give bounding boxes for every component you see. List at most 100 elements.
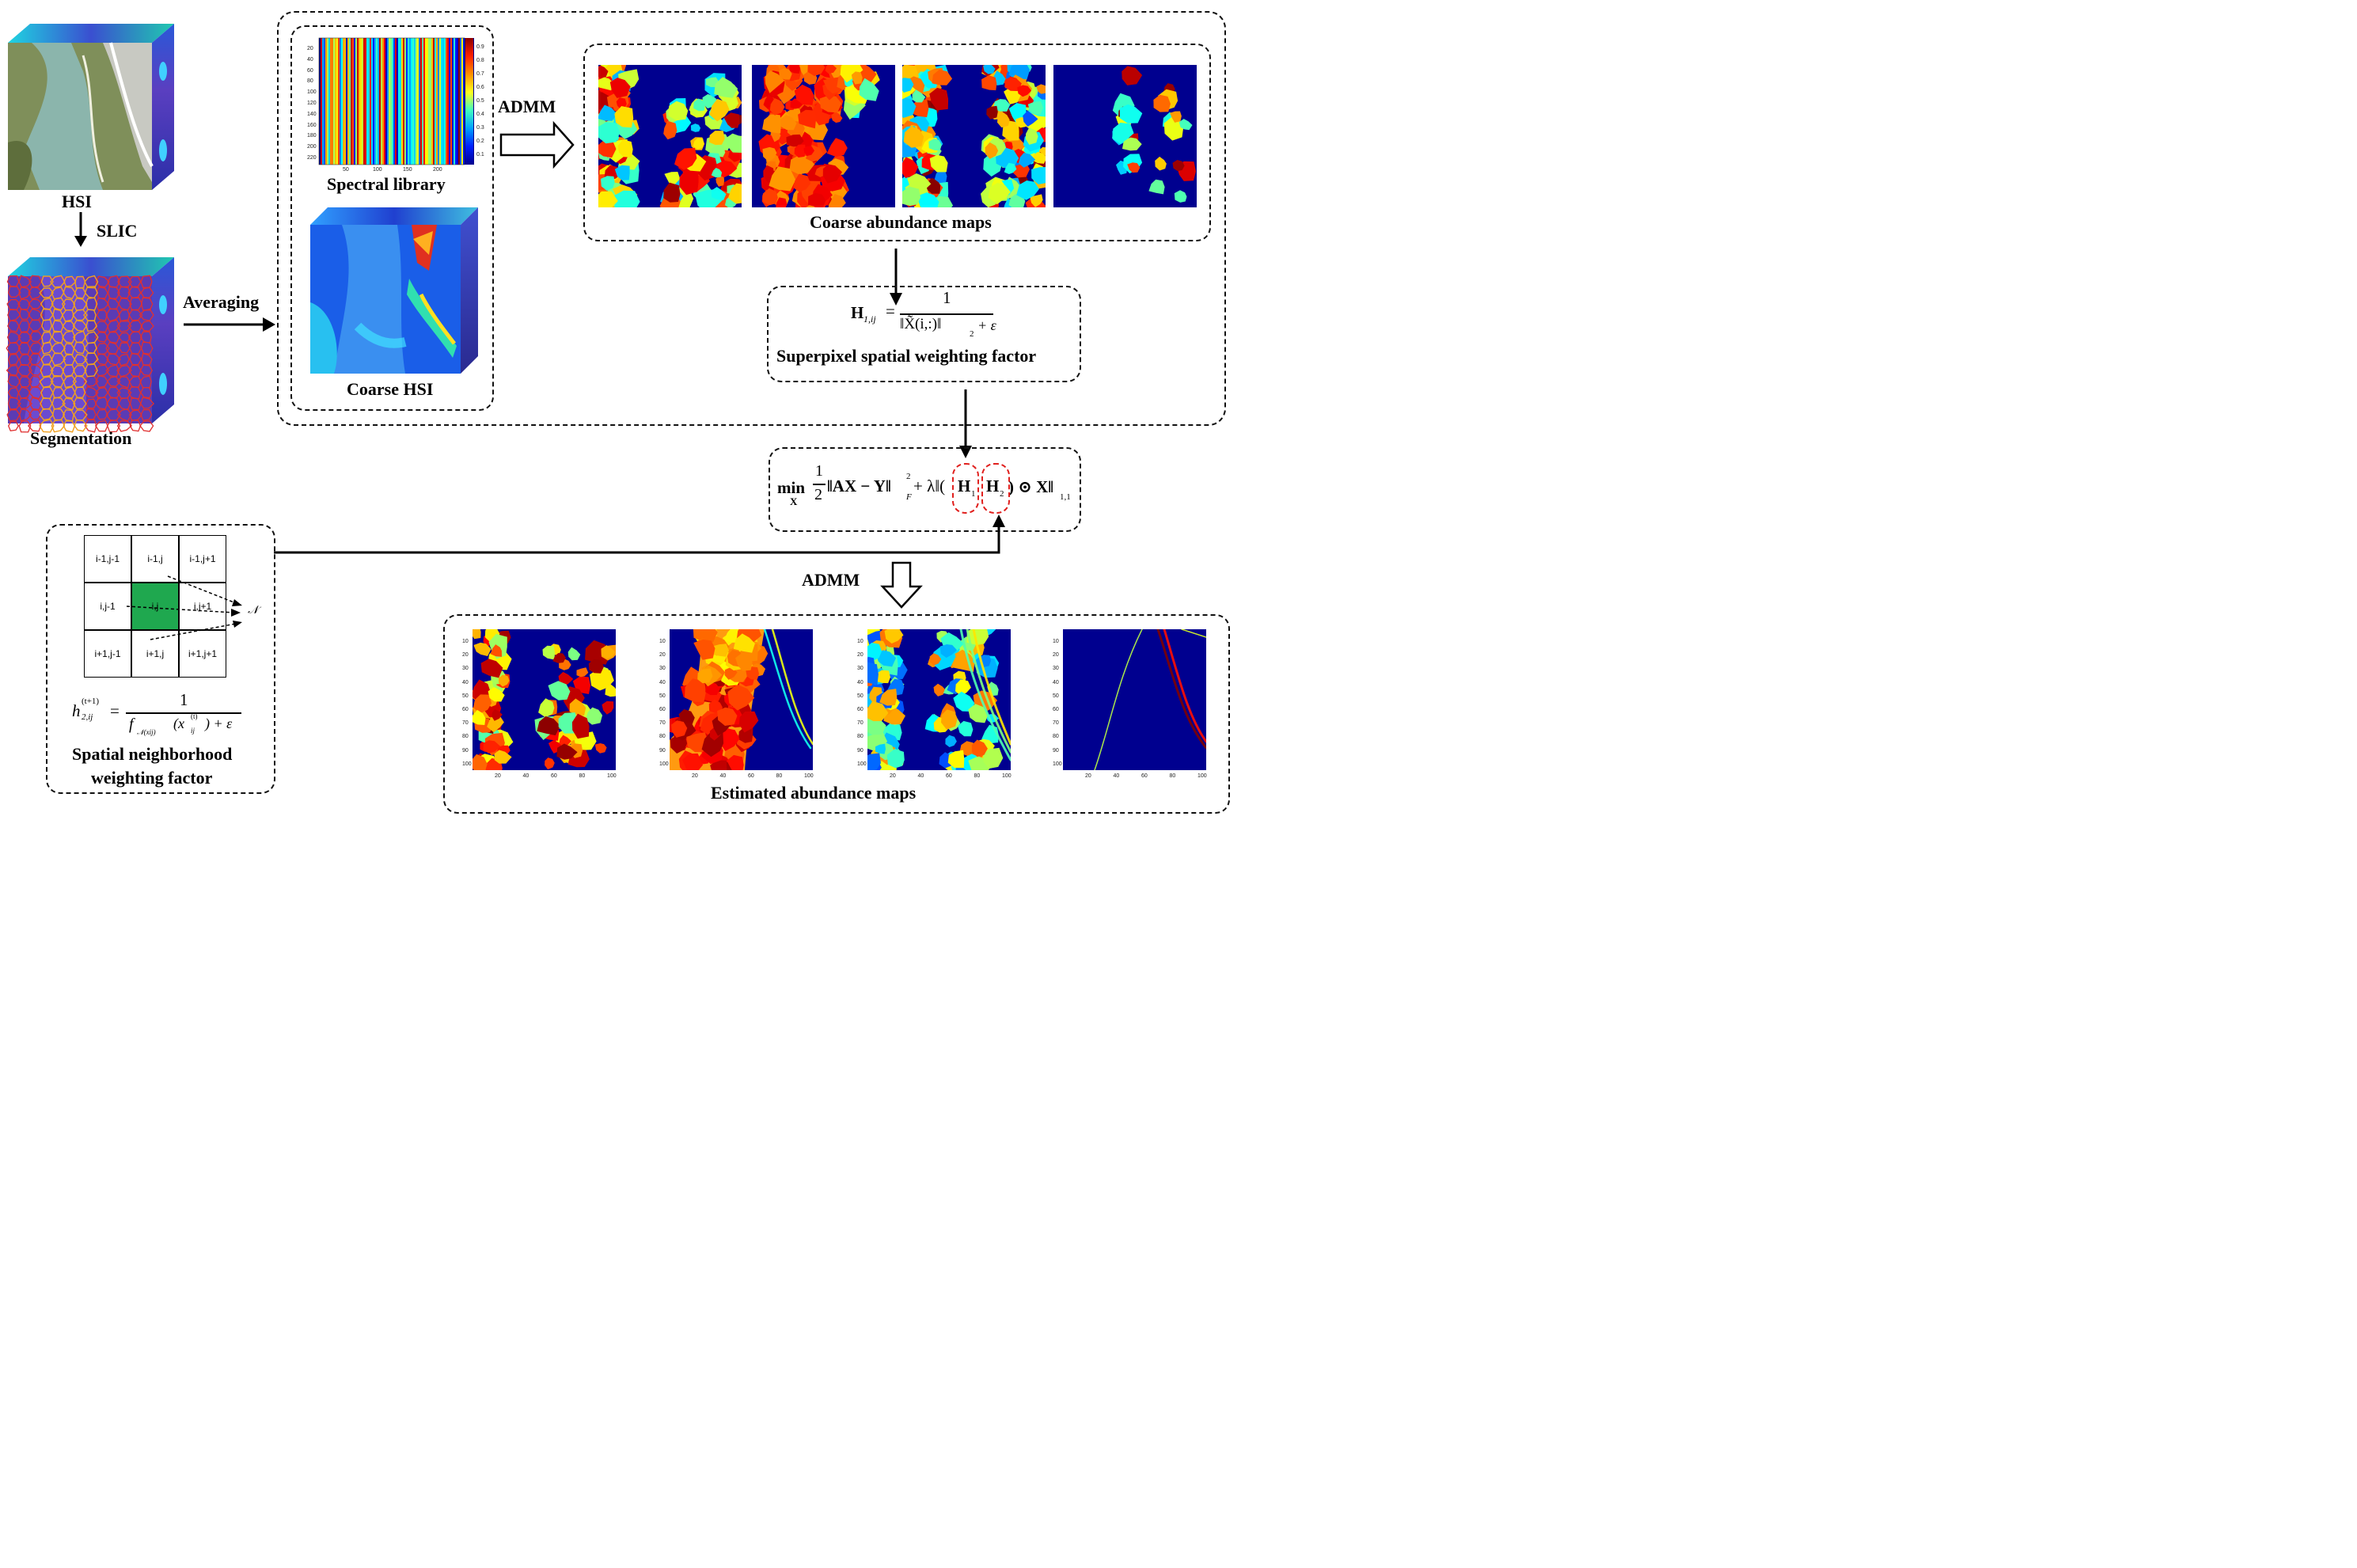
estimated-y-tick: 50 xyxy=(857,693,863,699)
grid-cell-top-right: i-1,j+1 xyxy=(179,535,226,583)
spectral-x-tick: 150 xyxy=(403,167,412,173)
estimated-x-tick: 80 xyxy=(1169,773,1176,779)
coarse-abundance-map-2 xyxy=(752,65,895,207)
estimated-x-tick: 40 xyxy=(522,773,529,779)
estimated-y-tick: 10 xyxy=(1053,639,1059,644)
estimated-x-tick: 20 xyxy=(890,773,896,779)
slic-label: SLIC xyxy=(97,221,138,241)
estimated-y-tick: 10 xyxy=(857,639,863,644)
estimated-y-tick: 10 xyxy=(462,639,469,644)
grid-cell-right: i,j+1 xyxy=(179,583,226,630)
estimated-x-tick: 60 xyxy=(946,773,952,779)
estimated-y-tick: 100 xyxy=(462,761,472,767)
estimated-abundance-box xyxy=(443,614,1230,814)
estimated-y-tick: 60 xyxy=(1053,707,1059,712)
estimated-x-tick: 40 xyxy=(719,773,727,779)
averaging-arrow xyxy=(184,317,275,332)
colorbar-tick: 0.8 xyxy=(476,58,484,63)
coarse-hsi-cube-graphic xyxy=(310,207,478,374)
coarse-hsi-label: Coarse HSI xyxy=(347,379,434,399)
spatial-factor-label-line2: weighting factor xyxy=(91,768,213,788)
superpixel-factor-box xyxy=(767,286,1081,382)
hsi-cube xyxy=(8,24,174,192)
estimated-y-tick: 70 xyxy=(1053,720,1059,727)
grid-cell-center: i,j xyxy=(131,583,179,630)
estimated-y-tick: 90 xyxy=(857,747,863,754)
spectral-y-tick: 180 xyxy=(307,133,317,139)
estimated-y-tick: 30 xyxy=(659,666,666,672)
arrow-spatial-to-h2 xyxy=(274,514,1005,554)
coarse-abundance-map-1 xyxy=(598,65,742,207)
estimated-y-tick: 40 xyxy=(857,679,863,685)
spatial-neighborhood-box xyxy=(46,524,275,794)
estimated-x-tick: 100 xyxy=(607,773,617,779)
estimated-y-tick: 70 xyxy=(659,720,666,727)
estimated-y-tick: 80 xyxy=(659,734,666,740)
estimated-y-tick: 50 xyxy=(659,693,666,699)
estimated-x-tick: 60 xyxy=(1141,773,1148,779)
estimated-x-tick: 80 xyxy=(776,773,783,779)
spectral-library-stripes xyxy=(318,37,474,165)
estimated-y-tick: 30 xyxy=(462,666,469,672)
admm-top-hollow-arrow xyxy=(499,120,575,169)
estimated-y-tick: 10 xyxy=(659,639,666,644)
objective-function-box xyxy=(769,447,1081,532)
spectral-y-tick: 80 xyxy=(307,78,313,85)
estimated-y-tick: 40 xyxy=(1053,679,1059,685)
colorbar-tick: 0.4 xyxy=(476,112,484,117)
spectral-library-label: Spectral library xyxy=(327,174,446,194)
spectral-y-tick: 60 xyxy=(307,67,313,74)
estimated-x-tick: 100 xyxy=(1002,773,1011,779)
estimated-x-tick: 40 xyxy=(1113,773,1120,779)
spectral-y-tick: 120 xyxy=(307,101,317,106)
estimated-y-tick: 90 xyxy=(659,747,666,754)
library-hsi-box xyxy=(290,25,494,411)
estimated-y-tick: 50 xyxy=(462,693,469,699)
estimated-x-tick: 20 xyxy=(495,773,501,779)
objective-equation: min X 1 2 ‖AX − Y‖ 2 F + λ‖( H 1 H 2 ) ⊙… xyxy=(777,462,1071,507)
estimated-y-tick: 60 xyxy=(857,707,863,712)
h2-equation: h (t+1) 2,ij = 1 f 𝒩(xij) (x (t) ij ) + … xyxy=(72,690,270,742)
estimated-x-tick: 80 xyxy=(579,773,586,779)
estimated-y-tick: 20 xyxy=(462,652,469,659)
estimated-y-tick: 40 xyxy=(659,679,666,685)
estimated-y-tick: 50 xyxy=(1053,693,1059,699)
colorbar-tick: 0.3 xyxy=(476,125,484,131)
estimated-y-tick: 20 xyxy=(1053,652,1059,659)
spectral-colorbar xyxy=(465,38,473,165)
estimated-y-tick: 80 xyxy=(857,734,863,740)
estimated-y-tick: 30 xyxy=(857,666,863,672)
estimated-x-tick: 60 xyxy=(748,773,754,779)
superpixel-factor-label: Superpixel spatial weighting factor xyxy=(776,346,1037,366)
spectral-library-image xyxy=(318,37,474,165)
estimated-y-tick: 60 xyxy=(659,707,666,712)
estimated-y-tick: 100 xyxy=(1053,761,1062,767)
coarse-hsi-cube xyxy=(310,207,478,375)
colorbar-tick: 0.9 xyxy=(476,44,484,50)
estimated-x-tick: 100 xyxy=(804,773,814,779)
segmentation-cube xyxy=(6,257,174,433)
colorbar-tick: 0.1 xyxy=(476,152,484,158)
estimated-abundance-map-4 xyxy=(1063,629,1206,770)
grid-cell-bottom: i+1,j xyxy=(131,630,179,678)
grid-cell-bottom-left: i+1,j-1 xyxy=(84,630,131,678)
segmentation-label: Segmentation xyxy=(30,428,132,448)
coarse-abundance-box xyxy=(583,44,1211,241)
spatial-factor-label-line1: Spatial neighborhood xyxy=(72,744,233,764)
estimated-y-tick: 60 xyxy=(462,707,469,712)
grid-cell-left: i,j-1 xyxy=(84,583,131,630)
estimated-y-tick: 90 xyxy=(1053,747,1059,754)
colorbar-tick: 0.6 xyxy=(476,85,484,90)
coarse-abundance-label: Coarse abundance maps xyxy=(810,212,992,232)
spectral-y-tick: 20 xyxy=(307,46,313,51)
coarse-abundance-map-4 xyxy=(1053,65,1197,207)
colorbar-tick: 0.7 xyxy=(476,71,484,77)
averaging-label: Averaging xyxy=(183,292,260,312)
h1-equation: H 1,ij = 1 ‖X̃(i,:)‖ 2 + ε xyxy=(851,288,996,339)
estimated-y-tick: 100 xyxy=(857,761,867,767)
admm-top-label: ADMM xyxy=(498,97,556,116)
grid-cell-top-left: i-1,j-1 xyxy=(84,535,131,583)
neighborhood-symbol: 𝒩 xyxy=(248,605,259,617)
spectral-y-tick: 220 xyxy=(307,155,317,161)
